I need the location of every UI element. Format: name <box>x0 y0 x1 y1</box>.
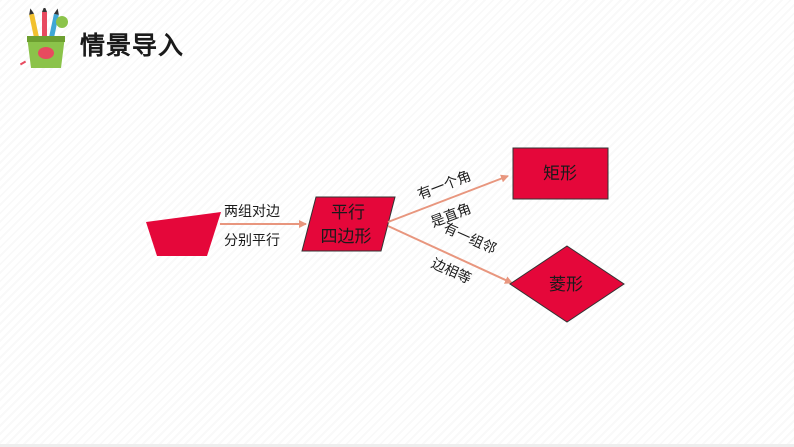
rhombus-label: 菱形 <box>549 275 583 295</box>
edge-up-label-1: 有一个角 <box>416 168 474 203</box>
rectangle-label: 矩形 <box>543 164 577 184</box>
rectangle-node <box>512 147 609 200</box>
edge-up-arrow <box>387 174 509 223</box>
source-quadrilateral <box>146 212 221 256</box>
footer-divider <box>0 444 794 447</box>
pencil-cup-icon <box>19 8 68 68</box>
edge-down-arrow <box>387 225 513 284</box>
edge-main-label-2: 分别平行 <box>224 233 280 249</box>
edge-down-label-2: 边相等 <box>429 255 474 288</box>
parallelogram-label-2: 四边形 <box>321 227 372 247</box>
parallelogram-node <box>301 196 396 252</box>
edge-down-label-1: 有一组邻 <box>441 220 499 257</box>
rhombus-node <box>509 245 625 323</box>
edge-main-label-1: 两组对边 <box>224 204 280 220</box>
parallelogram-label-1: 平行 <box>331 203 365 223</box>
page-title: 情景导入 <box>80 31 185 60</box>
